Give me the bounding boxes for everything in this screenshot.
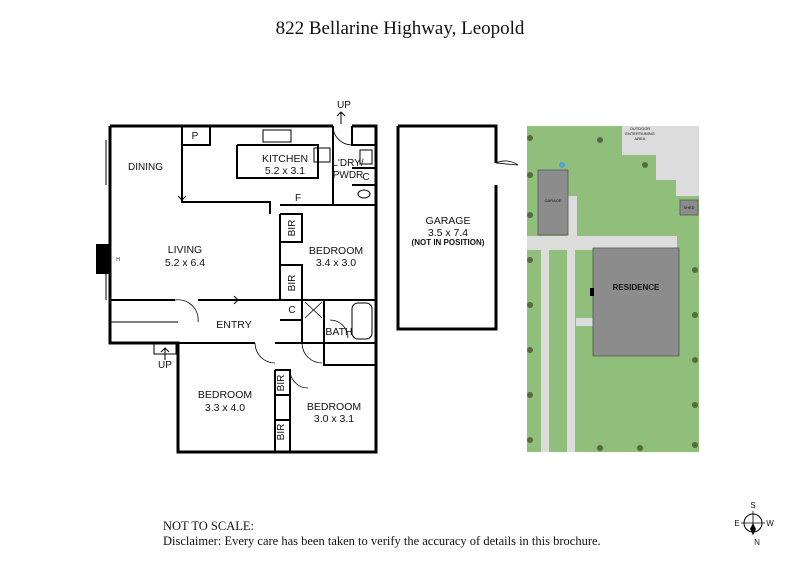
house-plan bbox=[96, 111, 378, 454]
site-residence-label: RESIDENCE bbox=[613, 283, 660, 292]
kitchen-label: KITCHEN bbox=[262, 153, 308, 165]
site-outdoor-label-2: ENTERTAINING bbox=[625, 131, 654, 136]
bir-label-4: BIR bbox=[276, 424, 287, 441]
living-label: LIVING bbox=[168, 244, 202, 256]
site-outdoor-label-3: AREA bbox=[635, 136, 646, 141]
cooktop bbox=[313, 147, 331, 163]
garage-note: (NOT IN POSITION) bbox=[412, 238, 485, 247]
compass-icon: S W E N bbox=[734, 501, 774, 547]
site-shed-label: SHED bbox=[683, 205, 694, 210]
outdoor-area-paving bbox=[622, 126, 699, 196]
bedroom-2-size: 3.3 x 4.0 bbox=[205, 402, 245, 414]
pantry-label: P bbox=[192, 131, 199, 142]
bath-label: BATH bbox=[325, 326, 352, 338]
sink bbox=[262, 129, 292, 143]
bir-label-2: BIR bbox=[287, 275, 298, 292]
bedroom-1-size: 3.4 x 3.0 bbox=[316, 257, 356, 269]
bedroom-2-label: BEDROOM bbox=[198, 389, 252, 401]
compass-north: N bbox=[754, 538, 760, 547]
disclaimer-text: Disclaimer: Every care has been taken to… bbox=[163, 534, 601, 548]
stairs-up-label-2: UP bbox=[158, 360, 172, 371]
driveway bbox=[527, 236, 677, 250]
garage-plan bbox=[396, 124, 519, 331]
fridge-label: F bbox=[295, 193, 301, 204]
powder-label: PWDR bbox=[333, 170, 364, 181]
living-size: 5.2 x 6.4 bbox=[165, 257, 205, 269]
site-plan bbox=[527, 126, 699, 452]
page-title: 822 Bellarine Highway, Leopold bbox=[275, 18, 525, 39]
bathtub bbox=[351, 302, 373, 340]
fireplace bbox=[96, 244, 110, 274]
entry-label: ENTRY bbox=[216, 319, 251, 331]
site-garage-roof bbox=[537, 169, 569, 236]
hearth-label: H bbox=[116, 257, 120, 263]
cupboard-label-2: C bbox=[288, 305, 295, 316]
not-to-scale-text: NOT TO SCALE: bbox=[163, 519, 254, 533]
compass-east: E bbox=[734, 519, 739, 528]
cupboard-label: C bbox=[362, 172, 369, 183]
compass-south: S bbox=[750, 501, 755, 510]
bedroom-3-label: BEDROOM bbox=[307, 401, 361, 413]
garage-size: 3.5 x 7.4 bbox=[428, 227, 468, 239]
bedroom-3-size: 3.0 x 3.1 bbox=[314, 413, 354, 425]
disclaimer: NOT TO SCALE: Disclaimer: Every care has… bbox=[163, 519, 601, 549]
bir-label-1: BIR bbox=[287, 220, 298, 237]
site-residence-roof bbox=[592, 247, 680, 357]
site-outdoor-label-1: OUTDOOR bbox=[630, 126, 651, 131]
dining-label: DINING bbox=[128, 162, 163, 173]
bir-label-3: BIR bbox=[276, 375, 287, 392]
bedroom-1-label: BEDROOM bbox=[309, 245, 363, 257]
garage-label: GARAGE bbox=[426, 215, 471, 227]
compass-west: W bbox=[766, 519, 774, 528]
kitchen-size: 5.2 x 3.1 bbox=[265, 165, 305, 177]
laundry-label: L'DRY/ bbox=[332, 158, 363, 169]
stairs-up-label: UP bbox=[337, 100, 351, 111]
site-shed-roof bbox=[679, 199, 699, 216]
site-garage-label: GARAGE bbox=[544, 198, 561, 203]
